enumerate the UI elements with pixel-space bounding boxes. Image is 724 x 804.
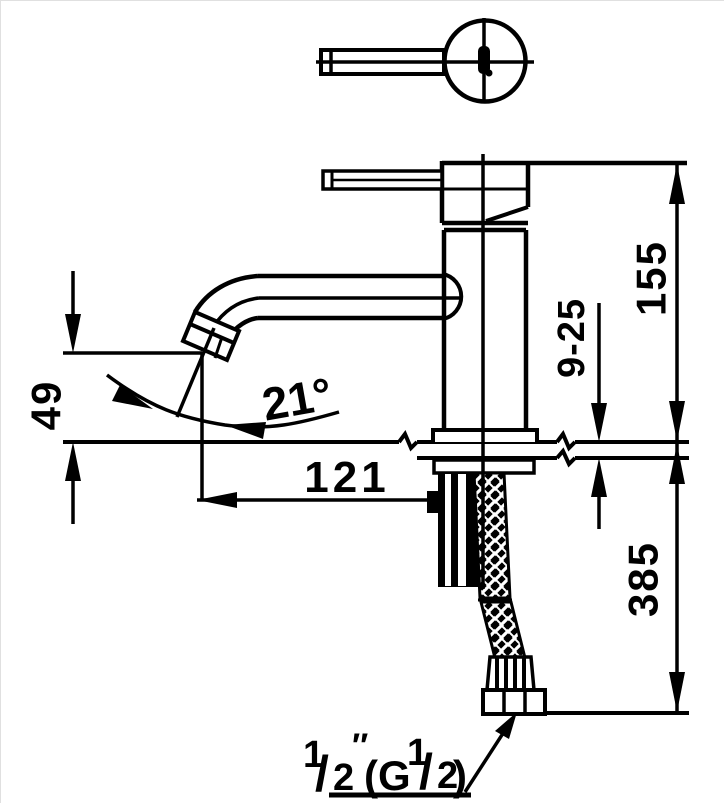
thread-numerator-1: 1 (303, 734, 324, 776)
label-hose-drop: 385 (620, 541, 667, 617)
shank-clip (427, 491, 439, 513)
arrowhead (495, 712, 517, 739)
arrowhead (65, 442, 81, 481)
flexible-hose (472, 471, 547, 716)
dim-overall-height (669, 164, 685, 441)
flow-axis-line (175, 327, 216, 418)
handle-pivot (478, 46, 490, 74)
arrowhead (669, 672, 685, 712)
dim-deck-thickness (591, 303, 607, 529)
top-view-handle (316, 18, 534, 104)
thread-inch-mark: ″ (352, 727, 368, 765)
thread-label-leader (329, 712, 517, 798)
arrowhead (591, 403, 607, 442)
arrowhead (669, 444, 685, 484)
thread-close-paren: ) (453, 752, 467, 799)
label-spout-reach: 121 (304, 453, 389, 502)
thread-slash-1: / (315, 746, 329, 802)
deck-break-left (397, 430, 419, 452)
pivot-dot (485, 69, 493, 77)
thread-denominator-1: 2 (333, 757, 354, 799)
dim-hose-drop (669, 444, 685, 712)
thread-slash-2: / (419, 744, 433, 800)
under-deck-assembly (427, 458, 547, 716)
dim-spout-angle (105, 327, 340, 501)
arrowhead (669, 401, 685, 441)
spout-joint-bulge (442, 272, 464, 321)
threaded-shank (427, 473, 479, 587)
arrowhead (112, 385, 153, 409)
arrowhead (669, 164, 685, 204)
arrowhead-left (197, 492, 237, 508)
thread-denominator-2: 2 (437, 755, 458, 797)
hose-crimp-collar (485, 655, 536, 692)
thread-numerator-2: 1 (407, 732, 428, 774)
label-deck-thickness: 9-25 (551, 298, 593, 378)
spout (180, 272, 464, 363)
arrowhead (65, 314, 81, 353)
base-flange (431, 428, 539, 443)
arrowhead (225, 422, 266, 439)
label-thread-size: 1 / 2 ″ (G 1 / 2 ) (303, 727, 467, 802)
hose-hex-nut (481, 688, 547, 716)
label-spout-drop: 49 (23, 380, 70, 431)
thread-open-paren: (G (364, 752, 411, 799)
arrowhead (591, 458, 607, 497)
dim-spout-drop (63, 271, 202, 524)
deck-break-right (555, 430, 577, 452)
label-overall-height: 155 (628, 240, 675, 316)
label-spout-angle: 21° (258, 367, 336, 430)
angle-arc (105, 373, 340, 429)
